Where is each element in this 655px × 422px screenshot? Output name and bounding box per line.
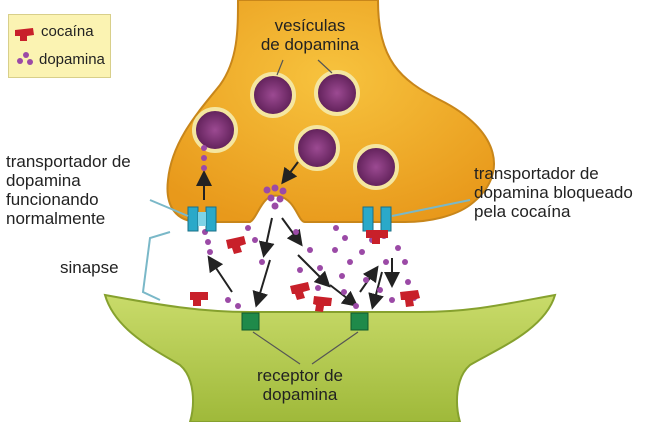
dopamine-receptor [351, 313, 368, 330]
vesicle [355, 146, 397, 188]
synapse-bracket [143, 232, 170, 300]
cocaine-legend-icon [15, 28, 34, 41]
legend-dopamine-label: dopamina [39, 51, 105, 68]
vesicle [252, 74, 294, 116]
vesicle [296, 127, 338, 169]
dopamine-legend-icon [17, 52, 33, 65]
legend: cocaína dopamina [8, 14, 111, 78]
vesicle [316, 72, 358, 114]
synapse-label: sinapse [60, 258, 119, 277]
dopamine-receptor [242, 313, 259, 330]
vesicle [194, 109, 236, 151]
receptor-label: receptor de dopamina [240, 366, 360, 404]
cocaine-molecules [190, 236, 420, 312]
transporter-normal-label: transportador de dopamina funcionando no… [6, 152, 156, 228]
vesicles-label: vesículas de dopamina [250, 16, 370, 54]
legend-cocaine-label: cocaína [41, 23, 94, 40]
transporter-blocked-label: transportador de dopamina bloqueado pela… [474, 164, 654, 221]
